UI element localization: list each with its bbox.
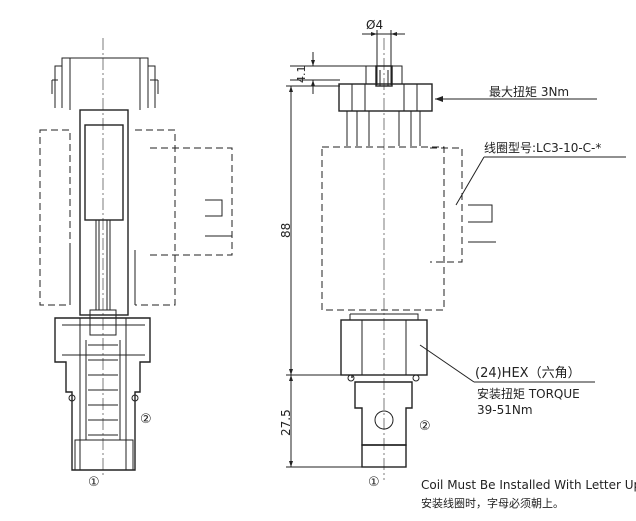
external-view bbox=[286, 30, 626, 480]
overall-length-dimension: 88 bbox=[279, 222, 293, 238]
pin-height-dimension: 4.1 bbox=[295, 65, 308, 84]
cavity-length-dimension: 27.5 bbox=[279, 409, 293, 436]
installation-note-en: Coil Must Be Installed With Letter Up bbox=[421, 478, 636, 492]
port-2-label-left: ② bbox=[140, 412, 152, 427]
hex-callout: (24)HEX（六角） bbox=[475, 366, 581, 381]
installation-note-cn: 安装线圈时，字母必须朝上。 bbox=[421, 497, 564, 510]
coil-model-callout: 线圈型号:LC3-10-C-* bbox=[484, 141, 602, 155]
section-view bbox=[39, 38, 233, 478]
install-torque-value: 39-51Nm bbox=[477, 403, 533, 417]
max-torque-callout: 最大扭矩 3Nm bbox=[489, 85, 570, 99]
install-torque-label: 安装扭矩 TORQUE bbox=[477, 387, 580, 401]
port-1-label-right: ① bbox=[368, 475, 380, 490]
port-2-label-right: ② bbox=[419, 419, 431, 434]
port-1-label-left: ① bbox=[88, 475, 100, 490]
pin-diameter-dimension: Ø4 bbox=[366, 18, 384, 32]
